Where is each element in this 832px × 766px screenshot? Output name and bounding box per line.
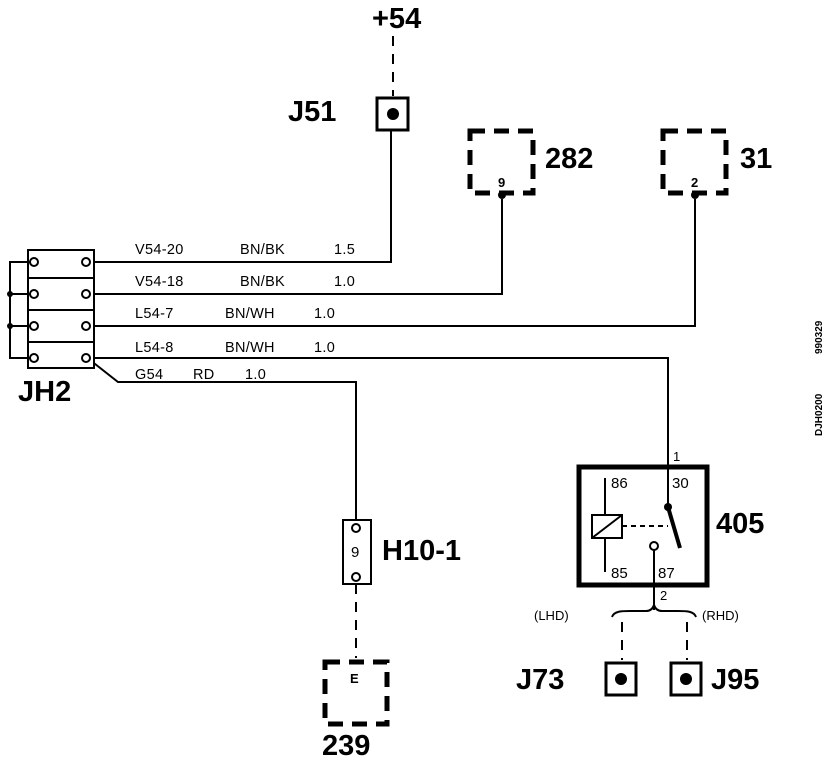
svg-text:1.0: 1.0: [314, 340, 335, 356]
lhd-label: (LHD): [534, 608, 569, 623]
svg-text:1.0: 1.0: [314, 306, 335, 322]
h10-pin-number: 9: [351, 544, 359, 561]
component-239-box: [322, 659, 390, 727]
doc-code: DJH0200: [814, 393, 825, 436]
relay-pin-86: 86: [611, 475, 628, 492]
wire-g54: [89, 359, 357, 522]
jh2-label: JH2: [18, 376, 71, 408]
variant-brace: [611, 601, 697, 618]
svg-text:V54-20: V54-20: [135, 242, 184, 258]
svg-text:BN/BK: BN/BK: [240, 274, 285, 290]
component-31-terminal: [691, 191, 699, 199]
wire-v54-18: [90, 199, 503, 295]
component-282-label: 282: [545, 143, 593, 175]
j51-pin: [387, 108, 399, 120]
j95-label: J95: [711, 664, 759, 696]
component-282-terminal: [498, 191, 506, 199]
component-239-label: 239: [322, 730, 370, 762]
svg-text:1.5: 1.5: [334, 242, 355, 258]
svg-text:1.0: 1.0: [334, 274, 355, 290]
doc-date: 990329: [814, 320, 825, 354]
wire-label-v54-20: V54-20 BN/BK 1.5: [135, 242, 355, 258]
j95-pin: [680, 673, 692, 685]
relay-pin-87: 87: [658, 565, 675, 582]
rhd-label: (RHD): [702, 608, 739, 623]
j73-label: J73: [516, 664, 564, 696]
wire-l54-7: [90, 199, 696, 327]
component-31-pin: 2: [691, 175, 698, 190]
svg-text:1.0: 1.0: [245, 367, 266, 383]
supply-label: +54: [372, 3, 421, 35]
jh2-connector: [7, 249, 95, 369]
component-239-pin: E: [350, 671, 359, 686]
j51-label: J51: [288, 96, 336, 128]
relay-terminal-1: 1: [673, 449, 680, 464]
svg-text:RD: RD: [193, 367, 215, 383]
svg-text:L54-7: L54-7: [135, 306, 174, 322]
svg-text:L54-8: L54-8: [135, 340, 174, 356]
wire-label-g54: G54 RD 1.0: [135, 367, 266, 383]
wire-label-l54-7: L54-7 BN/WH 1.0: [135, 306, 335, 322]
svg-text:BN/WH: BN/WH: [225, 306, 275, 322]
relay-terminal-2: 2: [660, 588, 667, 603]
svg-text:BN/BK: BN/BK: [240, 242, 285, 258]
relay-405: [576, 464, 710, 588]
wire-label-l54-8: L54-8 BN/WH 1.0: [135, 340, 335, 356]
h10-label: H10-1: [382, 535, 461, 567]
svg-text:G54: G54: [135, 367, 163, 383]
relay-pin-85: 85: [611, 565, 628, 582]
wire-label-v54-18: V54-18 BN/BK 1.0: [135, 274, 355, 290]
h10-top-pin: [351, 523, 361, 533]
component-282-pin: 9: [498, 175, 505, 190]
h10-bottom-pin: [351, 572, 361, 582]
relay-pin-30: 30: [672, 475, 689, 492]
component-31-label: 31: [740, 143, 772, 175]
wire-l54-8: [90, 357, 669, 466]
svg-text:BN/WH: BN/WH: [225, 340, 275, 356]
j73-pin: [615, 673, 627, 685]
wire-v54-20: [90, 130, 392, 263]
relay-label: 405: [716, 508, 764, 540]
svg-text:V54-18: V54-18: [135, 274, 184, 290]
